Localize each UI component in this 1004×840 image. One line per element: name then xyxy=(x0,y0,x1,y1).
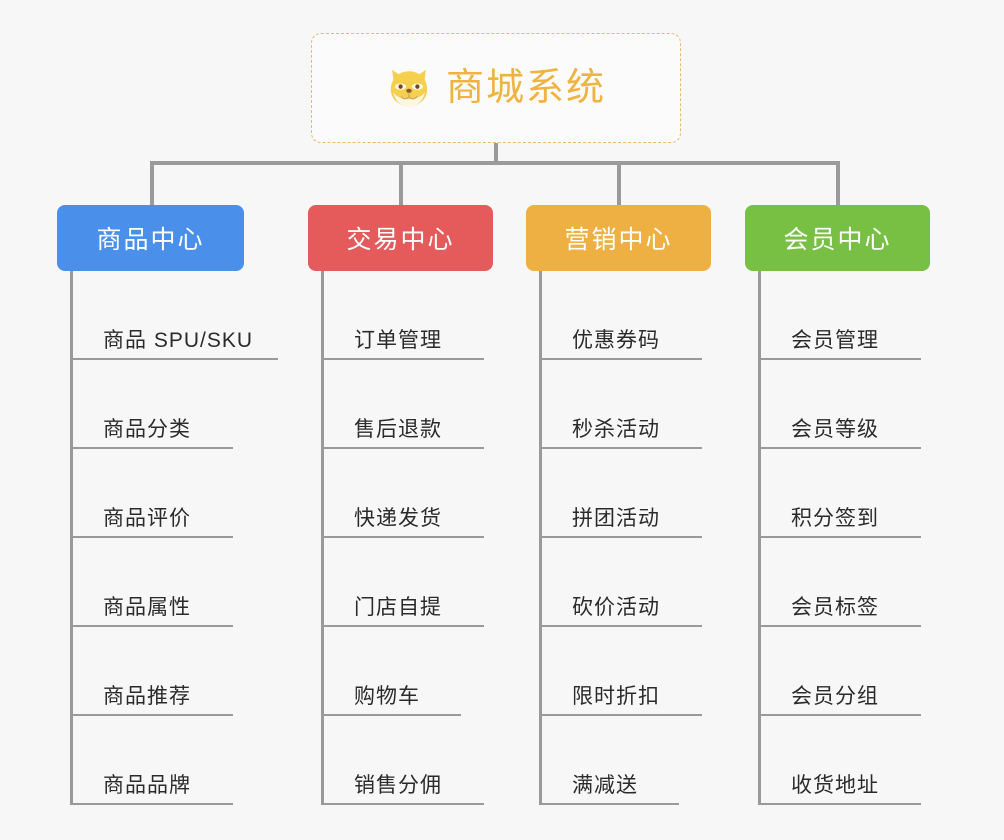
leaf-item[interactable]: 积分签到 xyxy=(761,449,930,538)
leaf-item[interactable]: 商品 SPU/SKU xyxy=(73,271,278,360)
leaf-label: 售后退款 xyxy=(354,418,442,441)
leaf-underline xyxy=(73,358,278,360)
leaf-label: 商品评价 xyxy=(103,507,191,530)
leaf-underline xyxy=(324,536,484,538)
leaf-item[interactable]: 商品品牌 xyxy=(73,716,244,805)
branch-drop-connector-0 xyxy=(150,161,154,207)
leaf-list-1: 订单管理 售后退款 快递发货 门店自提 购物车 销售分佣 xyxy=(321,271,493,805)
leaf-underline xyxy=(542,803,679,805)
leaf-label: 积分签到 xyxy=(791,507,879,530)
leaf-item[interactable]: 会员分组 xyxy=(761,627,930,716)
root-stem-connector xyxy=(494,143,498,163)
leaf-label: 购物车 xyxy=(354,685,420,708)
leaf-underline xyxy=(761,358,921,360)
leaf-item[interactable]: 满减送 xyxy=(542,716,711,805)
leaf-item[interactable]: 销售分佣 xyxy=(324,716,493,805)
leaf-item[interactable]: 商品评价 xyxy=(73,449,244,538)
branch-header-3[interactable]: 会员中心 xyxy=(745,205,930,271)
branch-drop-connector-2 xyxy=(617,161,621,207)
root-node[interactable]: 商城系统 xyxy=(311,33,681,143)
leaf-underline xyxy=(73,625,233,627)
leaf-item[interactable]: 会员等级 xyxy=(761,360,930,449)
leaf-label: 优惠券码 xyxy=(572,329,660,352)
leaf-label: 限时折扣 xyxy=(572,685,660,708)
leaf-item[interactable]: 收货地址 xyxy=(761,716,930,805)
leaf-label: 满减送 xyxy=(572,774,638,797)
leaf-label: 商品品牌 xyxy=(103,774,191,797)
branch-header-label-2: 营销中心 xyxy=(564,226,673,254)
leaf-label: 商品推荐 xyxy=(103,685,191,708)
leaf-underline xyxy=(73,803,233,805)
leaf-underline xyxy=(542,536,702,538)
branch-header-label-1: 交易中心 xyxy=(346,226,455,254)
leaf-underline xyxy=(324,358,484,360)
leaf-label: 砍价活动 xyxy=(572,596,660,619)
leaf-label: 秒杀活动 xyxy=(572,418,660,441)
branch-bus-connector xyxy=(150,161,840,165)
branch-column-营销中心: 营销中心 优惠券码 秒杀活动 拼团活动 砍价活动 限时折扣 xyxy=(526,205,711,805)
leaf-label: 商品属性 xyxy=(103,596,191,619)
branch-column-交易中心: 交易中心 订单管理 售后退款 快递发货 门店自提 购物车 xyxy=(308,205,493,805)
leaf-label: 门店自提 xyxy=(354,596,442,619)
leaf-item[interactable]: 门店自提 xyxy=(324,538,493,627)
leaf-label: 快递发货 xyxy=(354,507,442,530)
branch-header-0[interactable]: 商品中心 xyxy=(57,205,244,271)
branch-drop-connector-1 xyxy=(399,161,403,207)
leaf-underline xyxy=(761,714,921,716)
leaf-item[interactable]: 会员管理 xyxy=(761,271,930,360)
leaf-label: 商品 SPU/SKU xyxy=(103,329,254,352)
branch-column-商品中心: 商品中心 商品 SPU/SKU 商品分类 商品评价 商品属性 商品推荐 xyxy=(57,205,278,805)
leaf-item[interactable]: 秒杀活动 xyxy=(542,360,711,449)
leaf-item[interactable]: 购物车 xyxy=(324,627,493,716)
leaf-list-3: 会员管理 会员等级 积分签到 会员标签 会员分组 收货地址 xyxy=(758,271,930,805)
leaf-underline xyxy=(73,714,233,716)
leaf-item[interactable]: 订单管理 xyxy=(324,271,493,360)
leaf-item[interactable]: 会员标签 xyxy=(761,538,930,627)
leaf-label: 收货地址 xyxy=(791,774,879,797)
leaf-item[interactable]: 售后退款 xyxy=(324,360,493,449)
leaf-underline xyxy=(324,625,484,627)
leaf-underline xyxy=(761,447,921,449)
leaf-item[interactable]: 快递发货 xyxy=(324,449,493,538)
leaf-list-0: 商品 SPU/SKU 商品分类 商品评价 商品属性 商品推荐 商品品牌 xyxy=(70,271,278,805)
leaf-item[interactable]: 拼团活动 xyxy=(542,449,711,538)
leaf-underline xyxy=(542,714,702,716)
leaf-item[interactable]: 砍价活动 xyxy=(542,538,711,627)
branch-header-label-0: 商品中心 xyxy=(96,226,205,254)
leaf-item[interactable]: 优惠券码 xyxy=(542,271,711,360)
leaf-underline xyxy=(761,536,921,538)
leaf-label: 销售分佣 xyxy=(354,774,442,797)
leaf-underline xyxy=(73,536,233,538)
leaf-underline xyxy=(542,447,702,449)
branch-column-会员中心: 会员中心 会员管理 会员等级 积分签到 会员标签 会员分组 xyxy=(745,205,930,805)
leaf-underline xyxy=(324,803,484,805)
branch-header-1[interactable]: 交易中心 xyxy=(308,205,493,271)
leaf-underline xyxy=(542,358,702,360)
leaf-item[interactable]: 商品属性 xyxy=(73,538,244,627)
leaf-underline xyxy=(73,447,233,449)
leaf-label: 拼团活动 xyxy=(572,507,660,530)
leaf-underline xyxy=(542,625,702,627)
branch-header-2[interactable]: 营销中心 xyxy=(526,205,711,271)
leaf-label: 商品分类 xyxy=(103,418,191,441)
leaf-list-2: 优惠券码 秒杀活动 拼团活动 砍价活动 限时折扣 满减送 xyxy=(539,271,711,805)
leaf-label: 会员分组 xyxy=(791,685,879,708)
shiba-dog-face-icon xyxy=(390,69,428,107)
root-title: 商城系统 xyxy=(445,67,606,109)
leaf-item[interactable]: 限时折扣 xyxy=(542,627,711,716)
leaf-label: 会员标签 xyxy=(791,596,879,619)
leaf-underline xyxy=(324,714,461,716)
leaf-item[interactable]: 商品分类 xyxy=(73,360,244,449)
leaf-underline xyxy=(761,625,921,627)
leaf-label: 会员管理 xyxy=(791,329,879,352)
leaf-underline xyxy=(761,803,921,805)
leaf-label: 会员等级 xyxy=(791,418,879,441)
leaf-label: 订单管理 xyxy=(354,329,442,352)
branch-drop-connector-3 xyxy=(836,161,840,207)
leaf-underline xyxy=(324,447,484,449)
branch-header-label-3: 会员中心 xyxy=(783,226,892,254)
leaf-item[interactable]: 商品推荐 xyxy=(73,627,244,716)
